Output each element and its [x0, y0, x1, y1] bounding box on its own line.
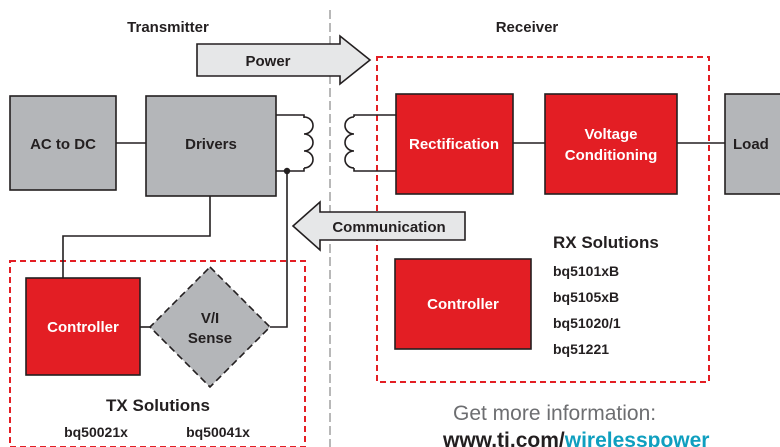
- vi-sense-label-line2: Sense: [188, 330, 232, 347]
- wire-sense-tap: [270, 171, 288, 328]
- more-info-text: Get more information:: [453, 402, 656, 425]
- vi-sense-label-line1: V/I: [201, 310, 219, 327]
- link-highlight: wirelesspower: [564, 429, 710, 447]
- link-prefix: www.ti.com/: [442, 429, 565, 447]
- voltage-conditioning-block: [544, 93, 678, 195]
- rx-solutions-title: RX Solutions: [553, 233, 659, 252]
- rx-solution-part: bq5101xB: [553, 263, 619, 279]
- rx-controller-block: [394, 258, 532, 350]
- voltage-conditioning-label-line1: Voltage: [584, 126, 637, 143]
- tx-solutions-title: TX Solutions: [106, 396, 210, 415]
- voltage-conditioning-label-line2: Conditioning: [565, 147, 657, 164]
- drivers-block: [145, 95, 277, 197]
- rx-solution-part: bq5105xB: [553, 289, 619, 305]
- load-block: [724, 93, 780, 195]
- rectification-block: [395, 93, 514, 195]
- communication-arrow: Communication: [291, 200, 466, 252]
- wire-drivers-coil-top: [276, 114, 305, 118]
- tx-solution-part: bq50041x: [186, 424, 250, 440]
- vi-sense-block: V/I Sense: [148, 265, 272, 389]
- tx-solution-part: bq50021x: [64, 424, 128, 440]
- power-label: Power: [245, 53, 290, 70]
- tx-coil-icon: [303, 116, 314, 169]
- rectification-label: Rectification: [409, 136, 499, 153]
- load-label: Load: [733, 136, 769, 153]
- transmitter-heading: Transmitter: [127, 19, 209, 36]
- power-arrow: Power: [196, 34, 372, 86]
- wire-drivers-controller: [62, 196, 211, 278]
- rx-controller-label: Controller: [427, 296, 499, 313]
- rx-coil-icon: [344, 116, 355, 169]
- tx-controller-block: [25, 277, 141, 376]
- junction-dot: [283, 167, 291, 175]
- communication-label: Communication: [332, 219, 445, 236]
- more-info-link[interactable]: www.ti.com/wirelesspower: [442, 429, 709, 447]
- receiver-heading: Receiver: [496, 19, 559, 36]
- rx-solution-part: bq51221: [553, 341, 609, 357]
- ac-to-dc-label: AC to DC: [30, 136, 96, 153]
- ac-to-dc-block: [9, 95, 117, 191]
- wire-drivers-coil-bottom: [276, 168, 305, 172]
- drivers-label: Drivers: [185, 136, 237, 153]
- wire-coil-rect-bottom: [353, 168, 396, 172]
- tx-controller-label: Controller: [47, 319, 119, 336]
- rx-solution-part: bq51020/1: [553, 315, 621, 331]
- wire-coil-rect-top: [353, 114, 396, 117]
